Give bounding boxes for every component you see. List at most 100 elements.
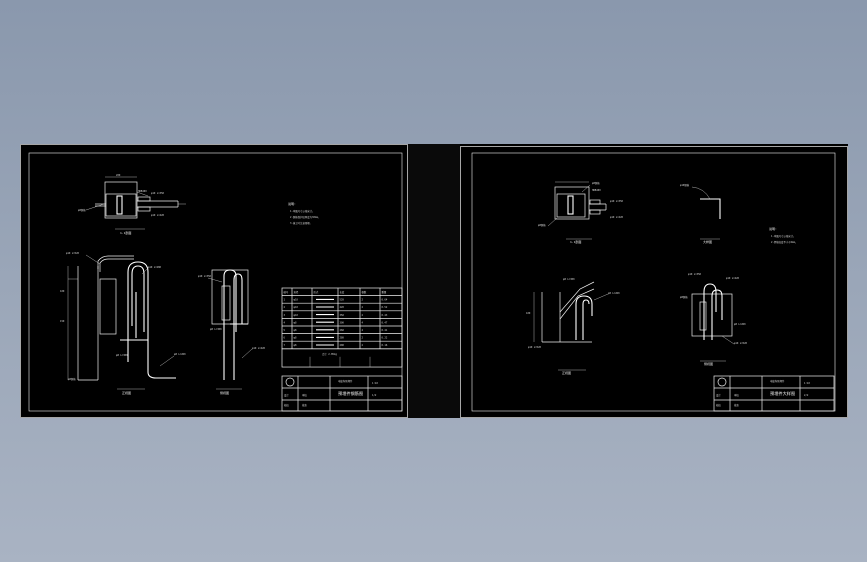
table-cell: 280 — [340, 337, 345, 340]
sheet-1-callout-front-b: φ10 L=280 — [148, 266, 162, 269]
svg-text:φ8钢筋: φ8钢筋 — [68, 377, 76, 381]
svg-text:φ8钢筋: φ8钢筋 — [538, 223, 546, 227]
svg-text:φ8 L=300: φ8 L=300 — [563, 278, 575, 281]
svg-text:2.钢筋保护层厚度为30mm。: 2.钢筋保护层厚度为30mm。 — [290, 215, 320, 219]
sheet-2-view-section: φ8钢筋 HRB400 φ10 L=350 φ10 L=420 φ8钢筋 1-1… — [538, 181, 624, 244]
svg-text:φ8钢筋: φ8钢筋 — [592, 181, 600, 185]
svg-text:φ10钢筋: φ10钢筋 — [680, 183, 690, 187]
table-cell: 3 — [284, 314, 286, 317]
sheet-1-label-section: 1-1剖面 — [120, 230, 131, 235]
svg-text:150: 150 — [60, 320, 65, 323]
svg-text:φ8 L=260: φ8 L=260 — [608, 292, 620, 295]
svg-text:φ8 L=300: φ8 L=300 — [210, 328, 222, 331]
table-cell: 7 — [284, 344, 286, 347]
svg-text:2.焊缝高度不小于6mm。: 2.焊缝高度不小于6mm。 — [771, 240, 797, 244]
sheet-2-label-side: 侧视图 — [704, 361, 713, 366]
svg-text:校核: 校核 — [716, 403, 721, 407]
table-header-cell: 直径 — [294, 290, 299, 294]
table-cell: φ8 — [294, 344, 297, 347]
svg-text:电缆沟预埋件: 电缆沟预埋件 — [338, 379, 353, 383]
table-cell: 2 — [362, 344, 364, 347]
sheet-2-notes: 说明: 1.本图尺寸以毫米计。 2.焊缝高度不小于6mm。 — [769, 226, 797, 244]
sheet-2-label-section: 1-1剖面 — [570, 239, 581, 244]
sheet-1-callout-front-c: φ8 L=300 — [116, 354, 128, 357]
sheet-1-view-section: 200 φ8钢筋 HRB400 φ10 L=350 φ10 L=420 1-1剖… — [78, 174, 186, 235]
table-cell: 0.16 — [382, 344, 388, 347]
svg-text:φ8 L=260: φ8 L=260 — [734, 323, 746, 326]
svg-text:校核: 校核 — [284, 403, 289, 407]
table-header-cell: 根数 — [362, 290, 367, 294]
svg-text:批准: 批准 — [302, 403, 307, 407]
sheet-2-border — [460, 146, 848, 418]
sheet-1-callout-grade: HRB400 — [138, 190, 147, 193]
svg-text:设计: 设计 — [716, 393, 721, 397]
table-cell: 520 — [340, 299, 345, 302]
table-cell: φ10 — [294, 306, 299, 309]
svg-text:φ10 L=350: φ10 L=350 — [198, 275, 212, 278]
sheet-1-border — [20, 144, 408, 418]
svg-text:φ10 L=420: φ10 L=420 — [726, 277, 740, 280]
svg-text:批准: 批准 — [734, 403, 739, 407]
sheet-1-view-side: φ10 L=350 φ8 L=300 φ10 L=420 侧视图 — [198, 269, 266, 395]
svg-text:1.本图尺寸以毫米计。: 1.本图尺寸以毫米计。 — [290, 209, 314, 213]
table-cell: 300 — [340, 321, 345, 324]
svg-text:φ10 L=420: φ10 L=420 — [610, 216, 624, 219]
svg-text:1:10: 1:10 — [372, 382, 378, 385]
table-cell: φ8 — [294, 329, 297, 332]
svg-text:φ10 L=520: φ10 L=520 — [528, 346, 542, 349]
sheet-2-label-detail: 大样图 — [703, 239, 712, 244]
sheet-2[interactable]: φ8钢筋 HRB400 φ10 L=350 φ10 L=420 φ8钢筋 1-1… — [460, 146, 848, 418]
svg-text:说明:: 说明: — [288, 201, 296, 206]
table-header-cell: 形式 — [314, 290, 319, 294]
table-header-cell: 重量 — [382, 290, 387, 294]
table-cell: 1 — [284, 299, 286, 302]
svg-text:2/2: 2/2 — [804, 394, 809, 397]
table-cell: φ10 — [294, 299, 299, 302]
svg-text:预埋件钢筋图: 预埋件钢筋图 — [338, 390, 363, 397]
table-cell: 0.41 — [382, 329, 388, 332]
table-cell: 2 — [284, 306, 286, 309]
sheet-1-inner-frame — [28, 152, 403, 412]
table-cell: 0.43 — [382, 314, 388, 317]
sheet-2-view-side: φ10 L=350 φ10 L=420 φ8钢筋 φ8 L=260 φ10 L=… — [680, 273, 748, 366]
table-cell: 4 — [284, 321, 286, 324]
svg-text:HRB400: HRB400 — [592, 189, 601, 192]
svg-text:φ10 L=420: φ10 L=420 — [252, 347, 266, 350]
table-cell: 420 — [340, 306, 345, 309]
table-cell: 2 — [362, 337, 364, 340]
table-cell: 260 — [340, 329, 345, 332]
sheet-1[interactable]: 200 φ8钢筋 HRB400 φ10 L=350 φ10 L=420 1-1剖… — [20, 144, 408, 418]
svg-text:预埋件大样图: 预埋件大样图 — [770, 390, 795, 397]
svg-text:100: 100 — [526, 312, 531, 315]
svg-text:1:10: 1:10 — [804, 382, 810, 385]
table-header-cell: 编号 — [284, 290, 289, 294]
sheet-1-label-front: 正视图 — [122, 390, 131, 395]
sheet-1-dim-width: 200 — [116, 174, 121, 177]
svg-text:1.本图尺寸以毫米计。: 1.本图尺寸以毫米计。 — [771, 234, 795, 238]
sheet-1-view-front: 100 150 φ10 L=520 φ10 L=280 φ8 L=300 φ8 … — [60, 252, 186, 395]
table-cell: 0.47 — [382, 321, 388, 324]
sheet-1-logo-icon — [285, 377, 295, 387]
sheet-1-callout-front-d: φ8 L=260 — [174, 353, 186, 356]
svg-text:1/2: 1/2 — [372, 394, 377, 397]
sheet-2-view-detail: φ10钢筋 大样图 — [680, 183, 721, 244]
table-cell: φ8 — [294, 337, 297, 340]
table-cell: 5 — [284, 329, 286, 332]
table-cell: 2 — [362, 299, 364, 302]
table-cell: 0.52 — [382, 306, 388, 309]
sheet-1-callout-front-a: φ10 L=520 — [66, 252, 80, 255]
svg-text:100: 100 — [60, 290, 65, 293]
table-cell: φ8 — [294, 321, 297, 324]
table-cell: 6 — [284, 337, 286, 340]
sheet-2-view-front: 100 φ8 L=300 φ8 L=260 φ10 L=520 正视图 — [526, 278, 620, 375]
svg-text:审核: 审核 — [734, 393, 739, 397]
cad-drawing-canvas: 200 φ8钢筋 HRB400 φ10 L=350 φ10 L=420 1-1剖… — [20, 144, 848, 418]
svg-text:审核: 审核 — [302, 393, 307, 397]
cad-viewport[interactable]: 200 φ8钢筋 HRB400 φ10 L=350 φ10 L=420 1-1剖… — [20, 144, 848, 418]
table-cell: φ10 — [294, 314, 299, 317]
table-header-cell: 长度 — [340, 290, 345, 294]
sheet-1-notes: 说明: 1.本图尺寸以毫米计。 2.钢筋保护层厚度为30mm。 3.施工时注意预… — [288, 201, 320, 225]
sheet-1-title-block: 电缆沟预埋件 预埋件钢筋图 1:10 1/2 设计 校核 审核 批准 — [281, 375, 403, 412]
sheet-2-inner-frame — [471, 152, 836, 412]
